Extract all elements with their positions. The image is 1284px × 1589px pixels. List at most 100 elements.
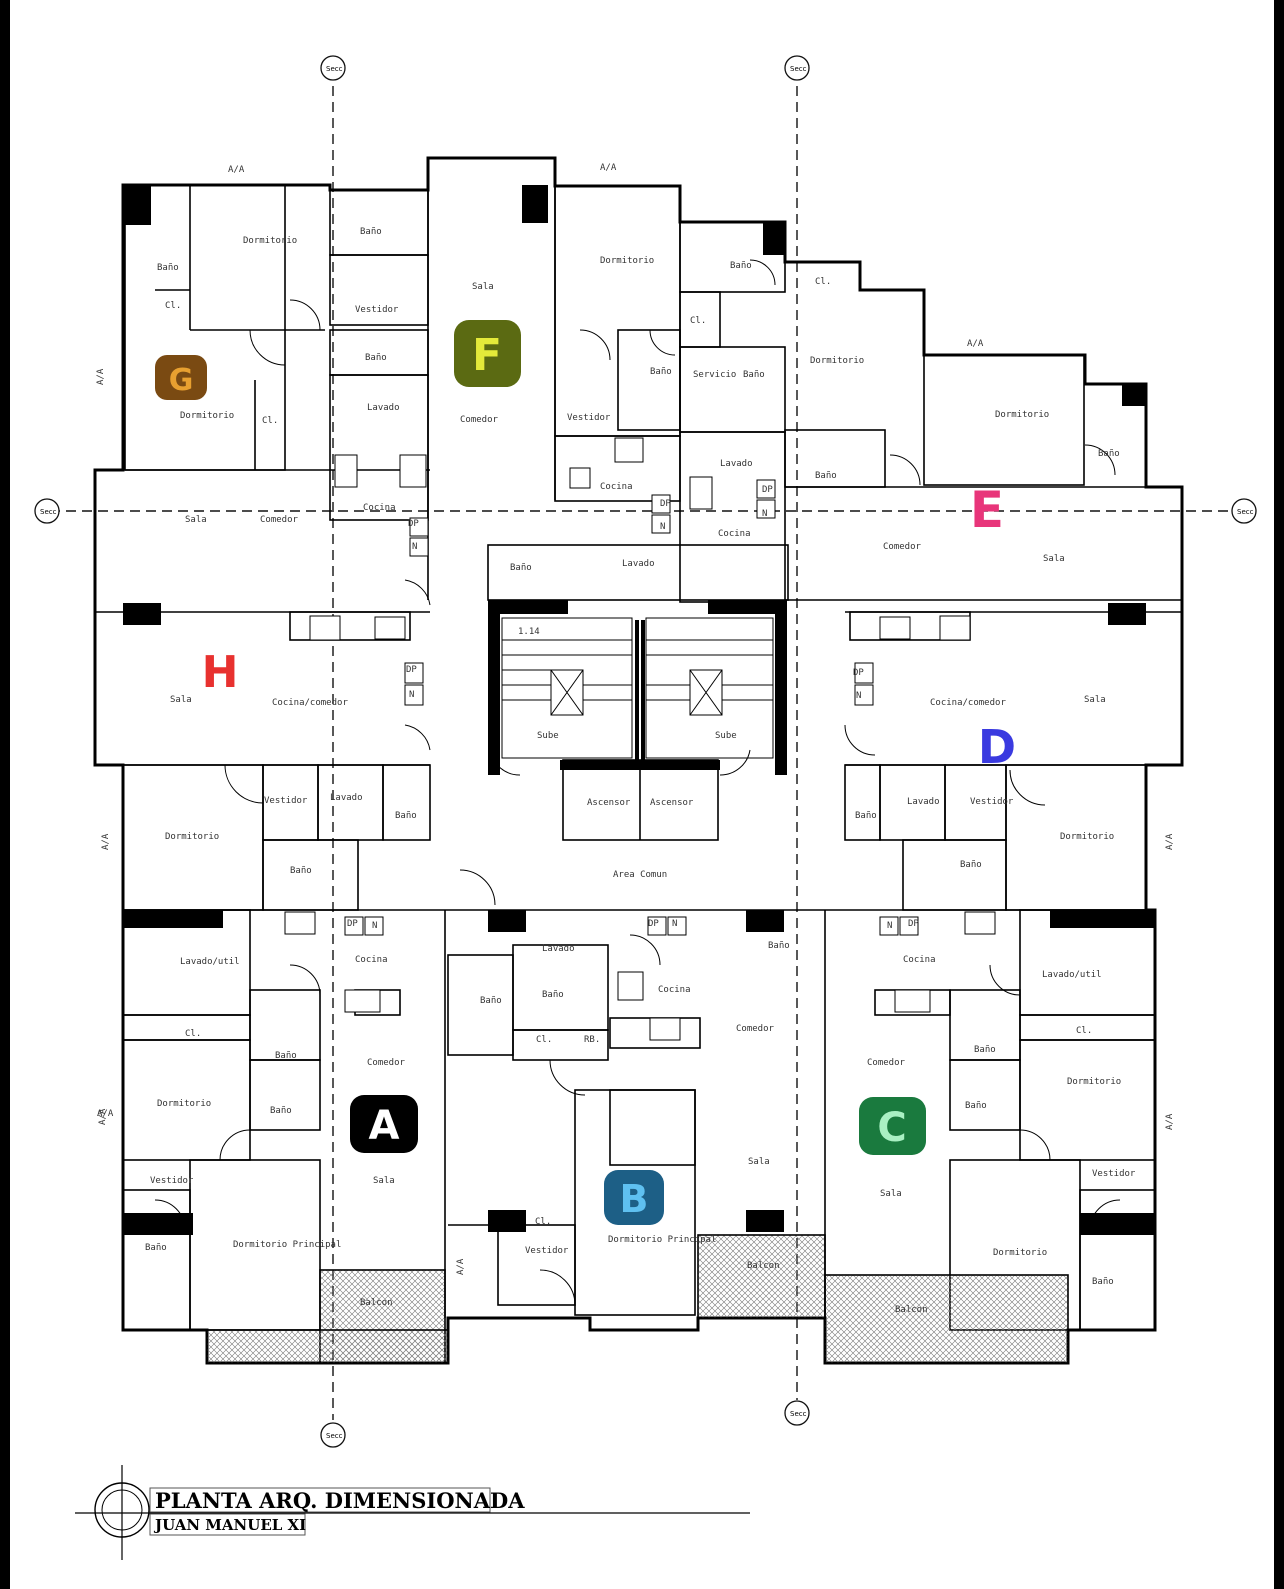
svg-text:Dormitorio: Dormitorio: [1067, 1077, 1121, 1087]
svg-text:D: D: [978, 720, 1016, 774]
svg-text:Cocina: Cocina: [903, 955, 936, 965]
svg-text:A/A: A/A: [1165, 833, 1175, 850]
svg-text:Sala: Sala: [170, 695, 192, 705]
svg-text:Cl.: Cl.: [535, 1217, 551, 1227]
svg-text:Cl.: Cl.: [536, 1035, 552, 1045]
svg-text:Comedor: Comedor: [867, 1058, 906, 1068]
svg-text:Vestidor: Vestidor: [1092, 1169, 1136, 1179]
svg-text:C: C: [877, 1105, 906, 1151]
unit-badge-b: B: [604, 1170, 664, 1225]
svg-text:A/A: A/A: [456, 1258, 466, 1275]
svg-text:Cocina: Cocina: [658, 985, 691, 995]
svg-text:Baño: Baño: [542, 990, 564, 1000]
svg-text:Balcon: Balcon: [895, 1305, 928, 1315]
svg-text:Balcon: Balcon: [747, 1261, 780, 1271]
svg-text:Baño: Baño: [1098, 449, 1120, 459]
svg-text:Lavado/util: Lavado/util: [1042, 970, 1102, 980]
structural-columns: [123, 185, 1155, 1235]
svg-text:Secc: Secc: [1237, 508, 1254, 516]
svg-text:A/A: A/A: [98, 1108, 108, 1125]
svg-text:Lavado: Lavado: [542, 944, 575, 954]
svg-text:Dormitorio: Dormitorio: [180, 411, 234, 421]
svg-text:E: E: [970, 481, 1004, 539]
section-markers: [34, 55, 1257, 1448]
unit-badge-h: H: [202, 647, 239, 698]
svg-text:Sala: Sala: [1084, 695, 1106, 705]
svg-text:Baño: Baño: [480, 996, 502, 1006]
svg-text:Dormitorio: Dormitorio: [993, 1248, 1047, 1258]
svg-text:Baño: Baño: [360, 227, 382, 237]
svg-text:Balcon: Balcon: [360, 1298, 393, 1308]
svg-text:Lavado: Lavado: [330, 793, 363, 803]
svg-text:Lavado: Lavado: [907, 797, 940, 807]
svg-text:N: N: [409, 690, 414, 700]
svg-text:Dormitorio: Dormitorio: [1060, 832, 1114, 842]
unit-badge-a: A: [350, 1095, 418, 1153]
svg-text:Baño: Baño: [730, 261, 752, 271]
svg-text:A/A: A/A: [228, 165, 245, 175]
svg-text:Area Comun: Area Comun: [613, 870, 667, 880]
floor-plan: Secc Secc Secc Secc Secc Secc: [34, 55, 1257, 1560]
fixtures: [284, 437, 996, 1041]
svg-text:Dormitorio: Dormitorio: [157, 1099, 211, 1109]
svg-text:A/A: A/A: [967, 339, 984, 349]
svg-text:Comedor: Comedor: [736, 1024, 775, 1034]
svg-text:Dormitorio: Dormitorio: [600, 256, 654, 266]
room-labels: A/A Dormitorio Baño Baño Cl. Dormitorio …: [96, 163, 1175, 1315]
svg-text:Cocina: Cocina: [363, 503, 396, 513]
svg-text:Cocina: Cocina: [355, 955, 388, 965]
svg-text:Sube: Sube: [537, 731, 559, 741]
svg-text:Sube: Sube: [715, 731, 737, 741]
plan-subtitle: JUAN MANUEL XI: [153, 1516, 306, 1534]
svg-text:Cocina/comedor: Cocina/comedor: [272, 698, 348, 708]
svg-text:Baño: Baño: [510, 563, 532, 573]
svg-text:DP: DP: [648, 919, 659, 929]
svg-text:N: N: [660, 522, 665, 532]
unit-badge-d: D: [978, 720, 1016, 774]
svg-text:Vestidor: Vestidor: [567, 413, 611, 423]
svg-text:Baño: Baño: [768, 941, 790, 951]
svg-text:Baño: Baño: [965, 1101, 987, 1111]
svg-text:Baño: Baño: [275, 1051, 297, 1061]
svg-text:Sala: Sala: [1043, 554, 1065, 564]
svg-text:Dormitorio: Dormitorio: [995, 410, 1049, 420]
svg-text:Sala: Sala: [880, 1189, 902, 1199]
svg-text:B: B: [620, 1177, 649, 1221]
svg-text:Vestidor: Vestidor: [355, 305, 399, 315]
svg-text:Lavado: Lavado: [622, 559, 655, 569]
svg-text:Secc: Secc: [326, 1432, 343, 1440]
svg-text:N: N: [412, 542, 417, 552]
svg-text:Sala: Sala: [472, 282, 494, 292]
svg-text:Secc: Secc: [40, 508, 57, 516]
svg-text:Baño: Baño: [855, 811, 877, 821]
svg-text:Dormitorio: Dormitorio: [810, 356, 864, 366]
svg-text:Sala: Sala: [748, 1157, 770, 1167]
title-block: PLANTA ARQ. DIMENSIONADA JUAN MANUEL XI: [75, 1465, 750, 1560]
svg-text:Ascensor: Ascensor: [587, 798, 631, 808]
svg-text:Baño: Baño: [960, 860, 982, 870]
svg-text:Cocina/comedor: Cocina/comedor: [930, 698, 1006, 708]
svg-text:Lavado: Lavado: [367, 403, 400, 413]
svg-text:Secc: Secc: [326, 65, 343, 73]
svg-text:Baño: Baño: [743, 370, 765, 380]
svg-text:Comedor: Comedor: [883, 542, 922, 552]
svg-text:Dormitorio Principal: Dormitorio Principal: [608, 1235, 716, 1245]
svg-text:Cl.: Cl.: [262, 416, 278, 426]
svg-text:Cl.: Cl.: [185, 1029, 201, 1039]
svg-text:G: G: [169, 363, 194, 398]
svg-text:N: N: [672, 919, 677, 929]
svg-text:Comedor: Comedor: [260, 515, 299, 525]
svg-text:Vestidor: Vestidor: [150, 1176, 194, 1186]
svg-text:Secc: Secc: [790, 1410, 807, 1418]
svg-text:Baño: Baño: [145, 1243, 167, 1253]
svg-text:Comedor: Comedor: [367, 1058, 406, 1068]
svg-text:DP: DP: [908, 919, 919, 929]
svg-text:H: H: [202, 647, 239, 698]
door-swings: [154, 259, 1121, 1306]
svg-text:Baño: Baño: [270, 1106, 292, 1116]
svg-text:Baño: Baño: [650, 367, 672, 377]
svg-text:A/A: A/A: [101, 833, 111, 850]
unit-badge-g: G: [155, 355, 207, 400]
svg-text:Cl.: Cl.: [165, 301, 181, 311]
svg-text:DP: DP: [347, 919, 358, 929]
